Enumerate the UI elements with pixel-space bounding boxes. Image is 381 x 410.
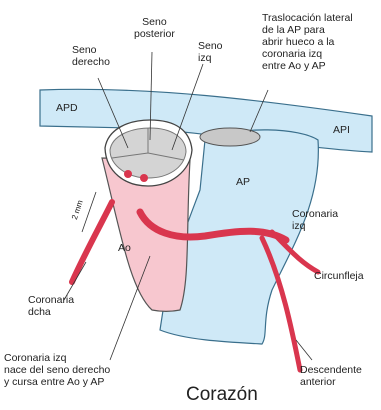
label-descendente-anterior: Descendente anterior [300, 364, 362, 388]
label-ap: AP [236, 176, 250, 188]
label-seno-derecho: Seno derecho [72, 44, 110, 68]
label-apd: APD [56, 102, 78, 114]
label-traslocacion-lateral: Traslocación lateral de la AP para abrir… [262, 12, 353, 72]
diagram-title: Corazón [186, 384, 258, 406]
left-coronary-ostium [140, 174, 148, 182]
label-api: API [333, 124, 350, 136]
pulmonary-valve [200, 128, 260, 146]
label-seno-posterior: Seno posterior [134, 16, 175, 40]
measurement-bracket [82, 192, 96, 232]
label-circunfleja: Circunfleja [314, 270, 364, 282]
label-ao: Ao [118, 242, 131, 254]
label-seno-izq: Seno izq [198, 40, 223, 64]
label-coronaria-dcha: Coronaria dcha [28, 294, 74, 318]
label-coronaria-izq-origen: Coronaria izq nace del seno derecho y cu… [4, 352, 110, 388]
label-coronaria-izq: Coronaria izq [292, 208, 338, 232]
right-coronary-ostium [124, 170, 132, 178]
